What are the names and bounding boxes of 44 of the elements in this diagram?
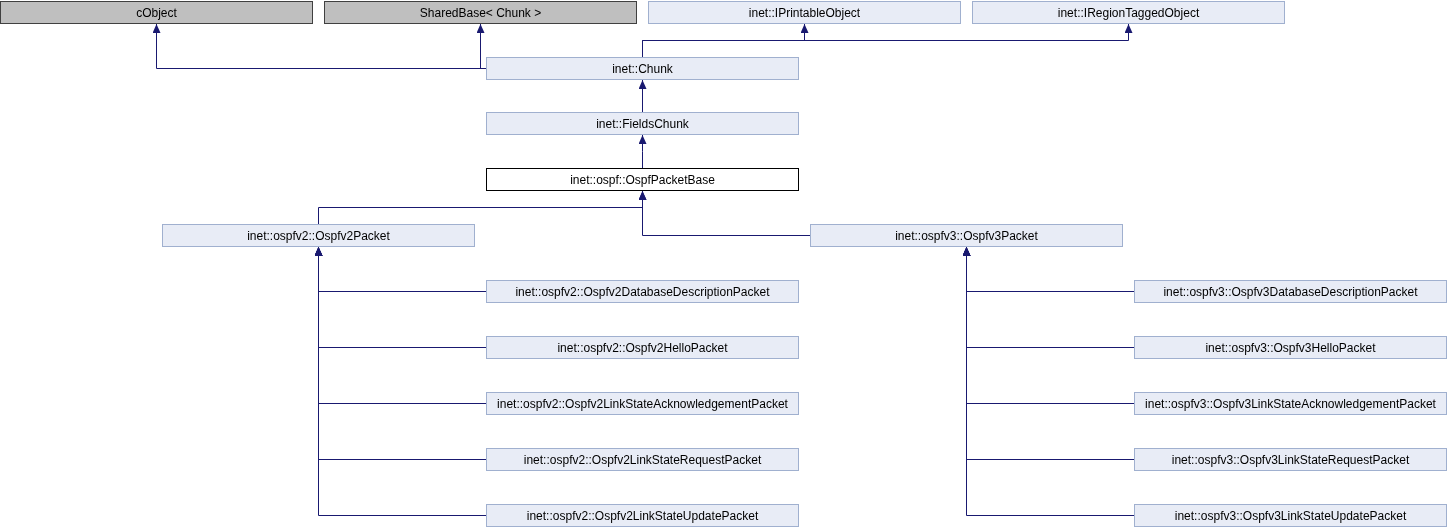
- class-name: inet::Chunk: [612, 62, 673, 75]
- class-box: [648, 1, 961, 24]
- class-name: inet::ospfv2::Ospfv2LinkStateUpdatePacket: [526, 509, 759, 522]
- class-name: inet::ospfv3::Ospfv3DatabaseDescriptionPacket: [1163, 285, 1418, 298]
- class-box: [486, 57, 799, 80]
- class-box: [0, 1, 313, 24]
- class-name: inet::ospfv3::Ospfv3Packet: [895, 229, 1038, 242]
- class-box: [486, 448, 799, 471]
- class-name: inet::IPrintableObject: [748, 6, 861, 19]
- class-name: inet::ospfv2::Ospfv2LinkStateAcknowledgementPacket: [497, 397, 788, 410]
- class-box: [324, 1, 637, 24]
- class-box: [810, 224, 1123, 247]
- class-name: cObject: [136, 6, 177, 19]
- class-box: [486, 336, 799, 359]
- class-name: inet::ospfv2::Ospfv2HelloPacket: [557, 341, 728, 354]
- class-name: inet::ospfv2::Ospfv2LinkStateRequestPacket: [523, 453, 762, 466]
- class-name: inet::ospfv2::Ospfv2DatabaseDescriptionPacket: [515, 285, 770, 298]
- class-name: inet::ospfv3::Ospfv3LinkStateUpdatePacket: [1174, 509, 1407, 522]
- class-box: [1134, 336, 1447, 359]
- class-box: [486, 168, 799, 191]
- class-box: [1134, 504, 1447, 527]
- class-box: [1134, 280, 1447, 303]
- class-box: [972, 1, 1285, 24]
- class-box: [486, 280, 799, 303]
- class-name: SharedBase< Chunk >: [419, 6, 542, 19]
- inheritance-arrow: [962, 246, 1135, 516]
- inheritance-arrow: [476, 23, 487, 69]
- inheritance-arrow: [314, 246, 487, 516]
- class-name: inet::ospfv3::Ospfv3HelloPacket: [1205, 341, 1376, 354]
- class-box: [1134, 448, 1447, 471]
- class-name: inet::IRegionTaggedObject: [1057, 6, 1200, 19]
- inheritance-arrow: [638, 134, 647, 169]
- class-box: [486, 504, 799, 527]
- class-name: inet::ospf::OspfPacketBase: [570, 173, 715, 186]
- class-box: [1134, 392, 1447, 415]
- class-name: inet::FieldsChunk: [596, 117, 689, 130]
- class-box: [486, 392, 799, 415]
- class-box: [162, 224, 475, 247]
- inheritance-arrow: [638, 190, 811, 236]
- class-name: inet::ospfv3::Ospfv3LinkStateRequestPacket: [1171, 453, 1410, 466]
- class-box: [486, 112, 799, 135]
- class-name: inet::ospfv3::Ospfv3LinkStateAcknowledgementPacket: [1145, 397, 1436, 410]
- class-name: inet::ospfv2::Ospfv2Packet: [247, 229, 390, 242]
- inheritance-arrow: [638, 79, 647, 113]
